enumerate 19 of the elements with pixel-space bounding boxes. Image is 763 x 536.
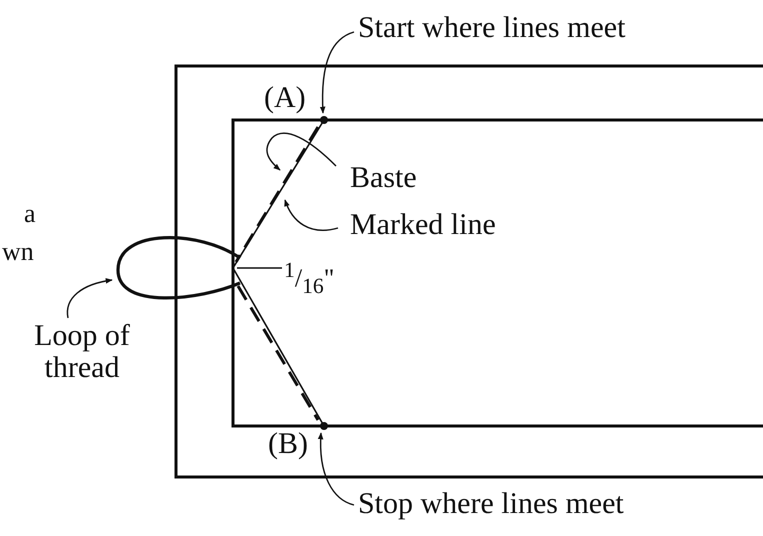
thread-loop [116, 236, 241, 300]
leader-arrow [320, 31, 354, 114]
callout-label: Stop where lines meet [358, 488, 624, 520]
dimension-label: $^{1}$/$_{16}$" [284, 254, 334, 302]
text-fragment: a [24, 198, 36, 230]
point-label: (A) [264, 82, 306, 114]
leader-arrow [66, 278, 113, 318]
leader-arrow [266, 132, 336, 171]
text-fragment: wn [2, 236, 34, 268]
callout-label: Baste [350, 162, 417, 194]
leader-line [237, 267, 282, 269]
leader-arrow [318, 432, 354, 506]
callout-label: Loop of thread [12, 320, 152, 384]
point-dot [320, 116, 328, 124]
point-label: (B) [268, 428, 308, 460]
leader-arrow [284, 199, 338, 231]
callout-label: Marked line [350, 209, 496, 241]
callout-label: Start where lines meet [358, 12, 626, 44]
point-dot [320, 422, 328, 430]
